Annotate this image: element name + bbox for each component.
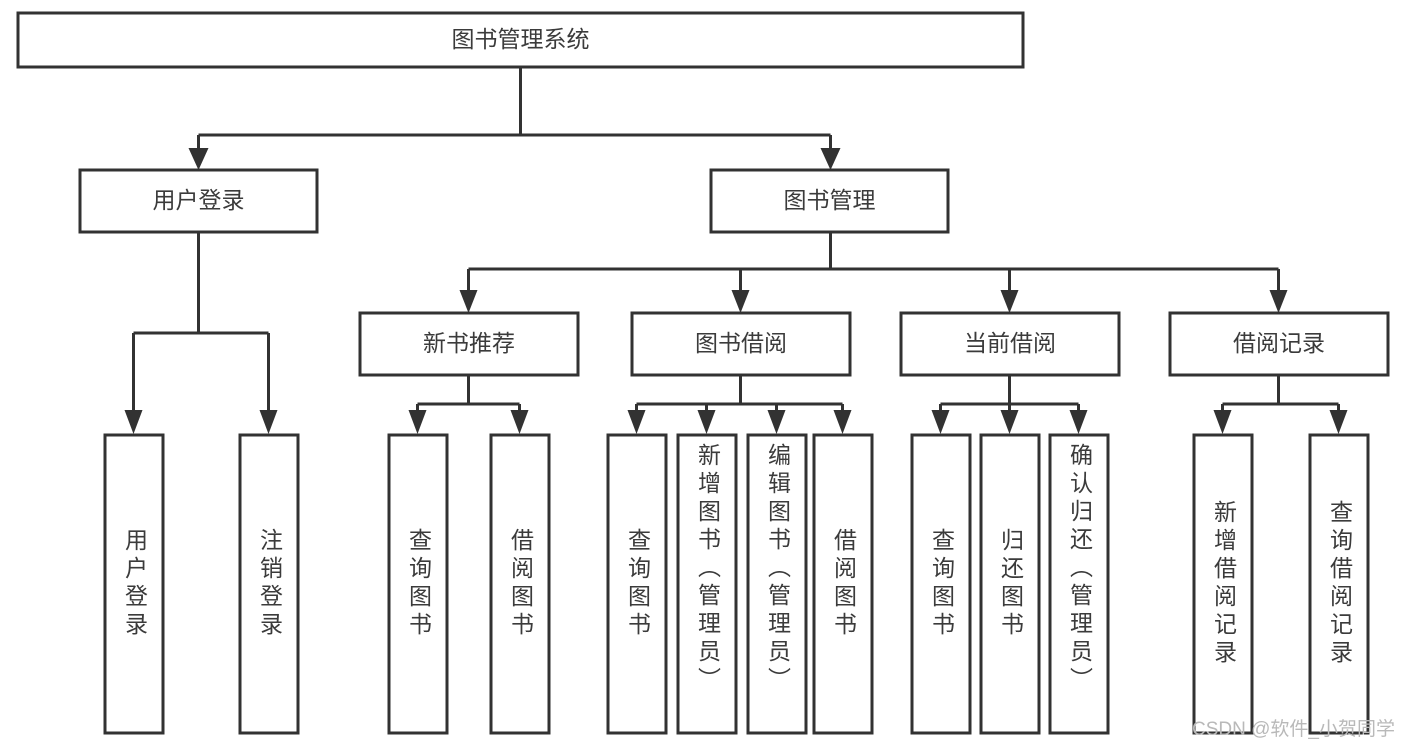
arrow-leaf-query-book-2 <box>627 410 646 434</box>
node-root-label: 图书管理系统 <box>452 26 590 52</box>
arrow-leaf-edit-book <box>767 410 786 434</box>
csdn-watermark: CSDN @软件_小贺同学 <box>1192 719 1395 740</box>
node-book-borrow-box[interactable] <box>630 311 852 377</box>
arrow-leaf-logout-login <box>259 410 278 434</box>
leaf-query-book-2-box[interactable] <box>606 433 668 735</box>
arrow-leaf-add-record <box>1213 410 1232 434</box>
arrow-leaf-add-book <box>697 410 716 434</box>
leaf-user-login-box[interactable] <box>103 433 165 735</box>
arrow-leaf-borrow-book-2 <box>833 410 852 434</box>
leaf-borrow-book-2-box[interactable] <box>812 433 874 735</box>
node-new-book-recommend-box[interactable] <box>358 311 580 377</box>
node-current-borrow-box[interactable] <box>899 311 1121 377</box>
node-borrow-record-box[interactable] <box>1168 311 1390 377</box>
arrow-root-to-user-login <box>188 148 209 170</box>
leaf-box-group <box>103 433 1370 735</box>
arrow-leaf-user-login <box>124 410 143 434</box>
node-current-borrow[interactable]: 当前借阅 <box>899 311 1121 377</box>
arrow-bm-to-book-borrow <box>731 290 750 313</box>
node-book-management-label: 图书管理 <box>784 187 876 213</box>
arrow-bm-to-current-borrow <box>1000 290 1019 313</box>
leaf-edit-book-box[interactable] <box>746 433 808 735</box>
leaf-borrow-book-1-box[interactable] <box>489 433 551 735</box>
arrow-bm-to-borrow-record <box>1269 290 1288 313</box>
node-root[interactable]: 图书管理系统 <box>16 11 1025 69</box>
node-book-management[interactable]: 图书管理 <box>709 168 950 234</box>
arrow-leaf-return-book <box>1000 410 1019 434</box>
node-book-management-box[interactable] <box>709 168 950 234</box>
leaf-query-record-box[interactable] <box>1308 433 1370 735</box>
node-user-login-box[interactable] <box>78 168 319 234</box>
leaf-query-book-3-box[interactable] <box>910 433 972 735</box>
arrow-leaf-borrow-book-1 <box>510 410 529 434</box>
arrow-root-to-book-management <box>820 148 841 170</box>
arrow-leaf-confirm-return <box>1069 410 1088 434</box>
node-borrow-record-label: 借阅记录 <box>1233 330 1325 356</box>
node-borrow-record[interactable]: 借阅记录 <box>1168 311 1390 377</box>
node-book-borrow-label: 图书借阅 <box>695 330 787 356</box>
arrow-leaf-query-book-3 <box>931 410 950 434</box>
node-user-login[interactable]: 用户登录 <box>78 168 319 234</box>
leaf-confirm-return-box[interactable] <box>1048 433 1110 735</box>
node-new-book-recommend[interactable]: 新书推荐 <box>358 311 580 377</box>
node-root-box[interactable] <box>16 11 1025 69</box>
node-new-book-recommend-label: 新书推荐 <box>423 330 515 356</box>
leaf-add-record-box[interactable] <box>1192 433 1254 735</box>
node-user-login-label: 用户登录 <box>153 187 245 213</box>
arrow-bm-to-new-book <box>459 290 478 313</box>
connector-group <box>124 67 1348 434</box>
node-book-borrow[interactable]: 图书借阅 <box>630 311 852 377</box>
arrow-leaf-query-record <box>1329 410 1348 434</box>
leaf-logout-login-box[interactable] <box>238 433 300 735</box>
leaf-add-book-box[interactable] <box>676 433 738 735</box>
leaf-query-book-1-box[interactable] <box>387 433 449 735</box>
leaf-return-book-box[interactable] <box>979 433 1041 735</box>
node-current-borrow-label: 当前借阅 <box>964 330 1056 356</box>
arrow-leaf-query-book-1 <box>408 410 427 434</box>
